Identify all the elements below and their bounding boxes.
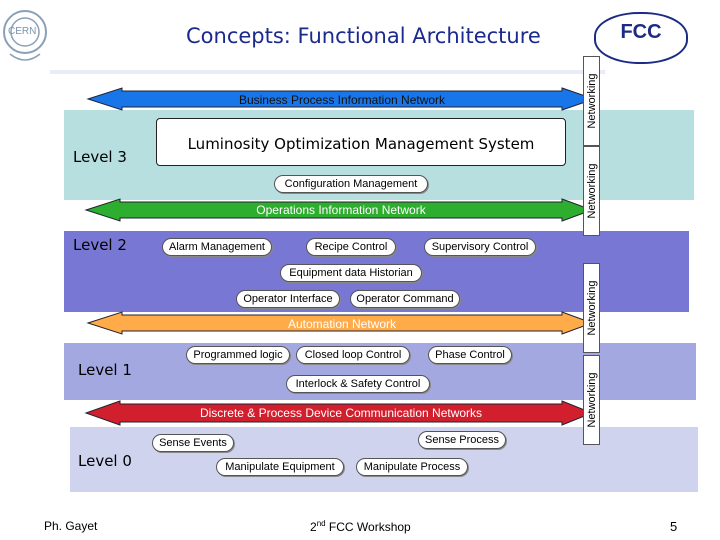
fcc-logo: FCC xyxy=(594,12,688,64)
interlock-safety-control: Interlock & Safety Control xyxy=(286,375,430,393)
supervisory-control: Supervisory Control xyxy=(424,238,536,256)
operator-command: Operator Command xyxy=(350,290,460,308)
footer-workshop-sup: nd xyxy=(316,519,326,528)
cern-logo-text: CERN xyxy=(8,26,37,37)
discrete-network-label: Discrete & Process Device Communication … xyxy=(199,406,483,420)
fcc-logo-text: FCC xyxy=(620,21,662,43)
footer-workshop-num: 2 xyxy=(310,520,317,534)
networking-label-4-text: Networking xyxy=(585,372,598,428)
level3-label: Level 3 xyxy=(73,148,127,166)
sense-process: Sense Process xyxy=(418,431,506,449)
networking-label-3: Networking xyxy=(583,263,600,353)
closed-loop-control: Closed loop Control xyxy=(296,346,410,364)
page-number: 5 xyxy=(670,519,678,534)
networking-label-3-text: Networking xyxy=(585,280,598,336)
title-underline xyxy=(50,70,605,74)
configuration-management: Configuration Management xyxy=(274,175,428,193)
cern-logo: CERN xyxy=(2,4,48,74)
networking-label-1-text: Networking xyxy=(585,73,598,129)
programmed-logic: Programmed logic xyxy=(186,346,290,364)
cern-logo-icon xyxy=(3,10,47,61)
recipe-control: Recipe Control xyxy=(306,238,396,256)
automation-network-label: Automation Network xyxy=(287,317,397,331)
networking-label-2: Networking xyxy=(583,146,600,236)
networking-label-4: Networking xyxy=(583,355,600,445)
manipulate-equipment: Manipulate Equipment xyxy=(216,458,344,476)
level2-label: Level 2 xyxy=(73,236,127,254)
alarm-management: Alarm Management xyxy=(162,238,272,256)
networking-label-1: Networking xyxy=(583,56,600,146)
business-network-label: Business Process Information Network xyxy=(238,93,446,107)
footer-workshop: 2nd FCC Workshop xyxy=(310,519,411,534)
level1-label: Level 1 xyxy=(78,361,132,379)
equipment-data-historian: Equipment data Historian xyxy=(280,264,422,282)
networking-label-2-text: Networking xyxy=(585,163,598,219)
phase-control: Phase Control xyxy=(428,346,512,364)
luminosity-system-box: Luminosity Optimization Management Syste… xyxy=(156,118,566,166)
footer-author: Ph. Gayet xyxy=(44,519,98,533)
operator-interface: Operator Interface xyxy=(236,290,340,308)
sense-events: Sense Events xyxy=(152,434,234,452)
page-title: Concepts: Functional Architecture xyxy=(186,24,541,48)
level0-label: Level 0 xyxy=(78,452,132,470)
operations-network-label: Operations Information Network xyxy=(256,203,426,217)
footer-workshop-rest: FCC Workshop xyxy=(325,520,411,534)
luminosity-system-label: Luminosity Optimization Management Syste… xyxy=(187,135,535,153)
manipulate-process: Manipulate Process xyxy=(356,458,468,476)
